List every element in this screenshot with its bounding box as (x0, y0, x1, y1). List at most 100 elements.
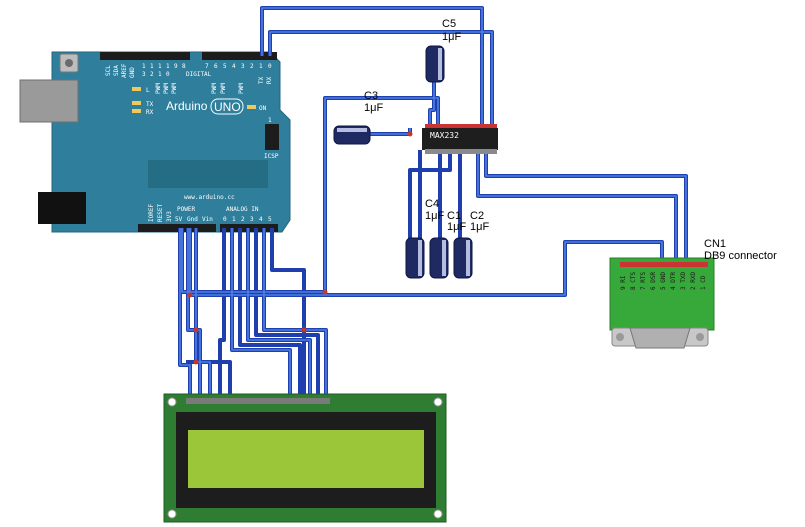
pin-num-4: 4 (232, 63, 236, 70)
wire-5v-inner (181, 97, 439, 293)
pin-num-8: 8 (182, 63, 186, 70)
pin-num-6: 6 (214, 63, 218, 70)
chip-bottom-pins (425, 149, 497, 154)
db9-screw-left (616, 333, 624, 341)
arduino-uno-board: SCL SDA AREF GND 1 1 1 1 9 8 3 2 1 0 7 6… (19, 51, 291, 233)
wire-t1out (484, 150, 688, 262)
chip-label: MAX232 (430, 131, 459, 140)
wire-lcd-4 (218, 228, 226, 402)
wire-rx-inner (269, 31, 493, 128)
power-header (138, 224, 216, 232)
power-jack (38, 192, 86, 224)
wire-c3 (368, 128, 412, 136)
db9-pin-3: 3 TXD (680, 272, 687, 290)
pin-label-a0: 0 (223, 216, 227, 223)
pin-label-gnd: GND (129, 67, 136, 78)
pin-num-12a: 1 (150, 63, 154, 70)
led-rx (132, 109, 141, 113)
pin-label-a5: 5 (268, 216, 272, 223)
db9-plug (629, 327, 691, 349)
arduino-board-body (51, 51, 291, 233)
wire-lcd-a3-inner (247, 228, 311, 402)
pwm-label-3: PWM (171, 83, 178, 94)
pin-label-ioref: IOREF (148, 204, 155, 222)
pwm-label-6: PWM (238, 83, 245, 94)
pin-label-3v3: 3V3 (166, 211, 173, 222)
arduino-brand: Arduino (166, 99, 208, 113)
junction-4 (193, 359, 199, 365)
lcd-module (163, 393, 447, 523)
usb-port (19, 79, 79, 123)
capacitor-c3: C3 1μF (333, 90, 383, 145)
pin-label-a1: 1 (232, 216, 236, 223)
db9-pin-labels: 9 RI 8 CTS 7 RTS 6 DSR 5 GND 4 DTR 3 TXD… (620, 272, 707, 290)
pin-label-scl: SCL (105, 65, 112, 76)
icsp-pin-1: 1 (268, 117, 272, 124)
arduino-url: www.arduino.cc (184, 194, 235, 201)
db9-pin-2: 2 RXD (690, 272, 697, 290)
led-l (132, 87, 141, 91)
pin-label-a2: 2 (241, 216, 245, 223)
wire-lcd-a2 (238, 228, 302, 402)
db9-pcb (609, 257, 715, 331)
c1-stripe (442, 240, 446, 276)
tx-pin-label: TX (258, 76, 265, 84)
capacitor-c2: C2 1μF (453, 210, 489, 279)
icsp-header (265, 124, 279, 150)
pin-label-vin: Vin (202, 216, 213, 223)
junction-1 (187, 292, 193, 298)
c4-stripe (418, 240, 422, 276)
analog-in-label: ANALOG IN (226, 206, 259, 213)
wire-lcd-a1-inner (231, 228, 291, 402)
led-tx-label: TX (146, 101, 154, 108)
chip-body (422, 128, 498, 150)
db9-screw-right (696, 333, 704, 341)
pin-label-sda: SDA (113, 65, 120, 76)
cn1-desc: DB9 connector (704, 250, 777, 262)
led-on-label: ON (259, 105, 267, 112)
reset-button-cap (65, 59, 73, 67)
wire-c1b (408, 150, 452, 240)
led-l-label: L (146, 87, 150, 94)
pin-num-9: 9 (174, 63, 178, 70)
c3-stripe (337, 128, 367, 132)
pwm-label-1: PWM (155, 83, 162, 94)
digital-header (100, 52, 190, 60)
c1-name: C1 (447, 210, 461, 222)
lcd-pin-header (186, 398, 330, 404)
pin-label-aref: AREF (121, 63, 128, 78)
c4-name: C4 (425, 198, 439, 210)
digital-label: DIGITAL (186, 71, 212, 78)
pin-num-10a: 1 (166, 63, 170, 70)
db9-pin-7: 7 RTS (640, 272, 647, 290)
junction-2 (322, 289, 328, 295)
capacitor-c5: C5 1μF (425, 18, 461, 83)
capacitor-c1: C1 1μF (429, 210, 466, 279)
wire-r1in (476, 150, 678, 262)
c3-value: 1μF (364, 102, 383, 114)
pin-label-a4: 4 (259, 216, 263, 223)
c2-name: C2 (470, 210, 484, 222)
c2-stripe (466, 240, 470, 276)
c5-value: 1μF (442, 31, 461, 43)
c2-value: 1μF (470, 221, 489, 233)
db9-pin-8: 8 CTS (630, 272, 637, 290)
icsp-label: ICSP (264, 153, 279, 160)
db9-pin-strip (620, 262, 708, 267)
max232-chip: MAX232 (422, 124, 498, 154)
junction-5 (301, 327, 307, 333)
lcd-hole-bl (167, 509, 177, 519)
digital-header-2 (202, 52, 277, 60)
c1-value: 1μF (447, 221, 466, 233)
arduino-model-box (210, 98, 244, 115)
power-label: POWER (177, 206, 195, 213)
lcd-screen (188, 430, 424, 488)
capacitor-c4: C4 1μF (405, 198, 444, 279)
wire-lcd-3-inner (195, 228, 211, 402)
db9-pin-5: 5 GND (660, 272, 667, 290)
pin-num-5: 5 (223, 63, 227, 70)
pin-num-13a: 1 (142, 63, 146, 70)
junction-3 (193, 327, 199, 333)
db9-pin-6: 6 DSR (650, 272, 657, 290)
